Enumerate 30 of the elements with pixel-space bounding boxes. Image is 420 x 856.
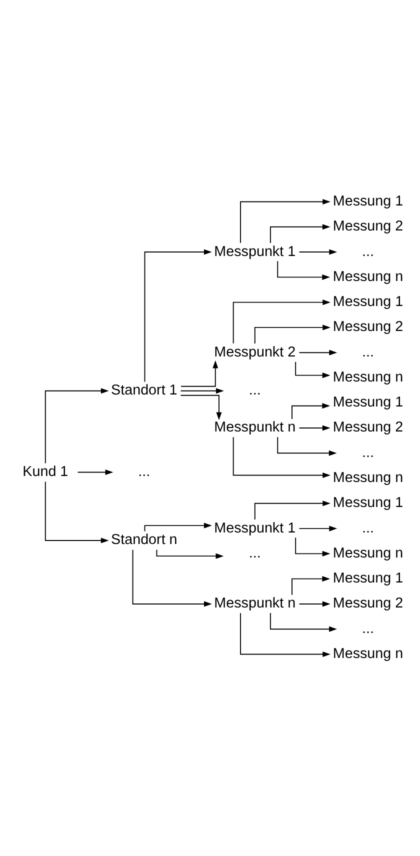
node-text: Messung 1 xyxy=(332,394,404,411)
node-text: ... xyxy=(138,464,150,480)
node-text: ... xyxy=(362,444,374,461)
node-text: ... xyxy=(362,620,374,637)
node-text: Messung 2 xyxy=(332,596,404,612)
node-text: Messung 1 xyxy=(332,193,404,210)
node-text: Messpunkt 1 xyxy=(214,244,296,260)
node-text: ... xyxy=(362,344,374,360)
node-text: Messung n xyxy=(332,268,404,285)
node-text: Messung 1 xyxy=(332,495,404,512)
node-text: Messung 1 xyxy=(332,294,404,310)
node-text: ... xyxy=(248,545,261,562)
node-text: Messpunkt 2 xyxy=(214,344,296,360)
node-text: Messung n xyxy=(332,369,404,386)
node-text: ... xyxy=(248,382,261,399)
node-text: Messung 2 xyxy=(332,420,404,436)
node-text: Messung n xyxy=(332,646,404,662)
node-text: Messung n xyxy=(332,470,404,486)
node-text: Messpunkt n xyxy=(214,596,296,612)
node-text: Messung 2 xyxy=(332,218,404,235)
node-text: Messung 1 xyxy=(332,570,404,587)
node-text: Messpunkt n xyxy=(214,420,296,436)
node-text: Messung n xyxy=(332,545,404,562)
node-text: Kund 1 xyxy=(22,464,68,480)
node-text: Messung 2 xyxy=(332,319,404,336)
node-text: ... xyxy=(362,520,374,536)
node-text: Standort 1 xyxy=(111,382,178,399)
node-text: Standort n xyxy=(111,532,178,548)
node-text: ... xyxy=(362,244,374,260)
node-text: Messpunkt 1 xyxy=(214,520,296,536)
